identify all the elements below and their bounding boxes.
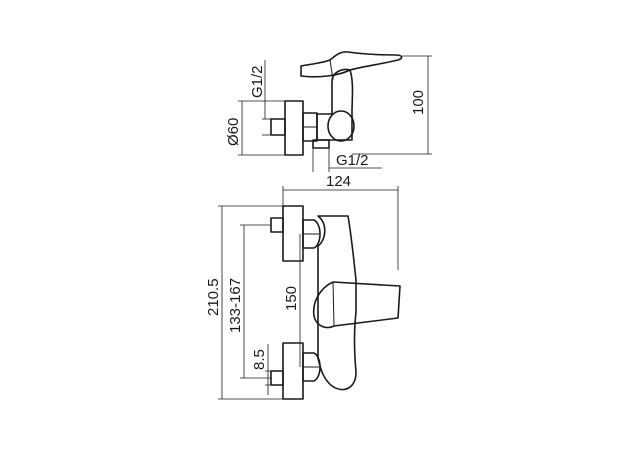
dim-centers: 133-167 — [227, 278, 244, 333]
side-valve-body — [316, 68, 354, 141]
dim-front-width: 124 — [326, 173, 351, 190]
side-lever-handle — [300, 51, 403, 78]
side-spout-outlet — [312, 139, 330, 149]
dim-side-height: 100 — [410, 90, 427, 115]
side-flange-plate — [284, 100, 304, 156]
dim-thread-bottom: G1/2 — [336, 152, 369, 169]
side-view — [238, 51, 432, 172]
dim-inner-height: 150 — [283, 286, 300, 311]
front-nut-bottom — [302, 352, 321, 382]
dim-offset: 8.5 — [251, 349, 268, 370]
front-inlet-stub-top — [270, 217, 284, 233]
side-cartridge-cap — [327, 110, 355, 142]
dim-thread-top: G1/2 — [249, 65, 266, 98]
front-view — [218, 186, 401, 400]
front-valve-body — [317, 215, 357, 391]
front-nut-top — [302, 219, 321, 249]
front-spout — [312, 281, 401, 329]
dim-total-height: 210.5 — [205, 278, 222, 316]
dim-diameter: Ø60 — [225, 118, 242, 146]
side-inlet-stub — [270, 118, 286, 136]
front-inlet-stub-bottom — [270, 370, 284, 386]
